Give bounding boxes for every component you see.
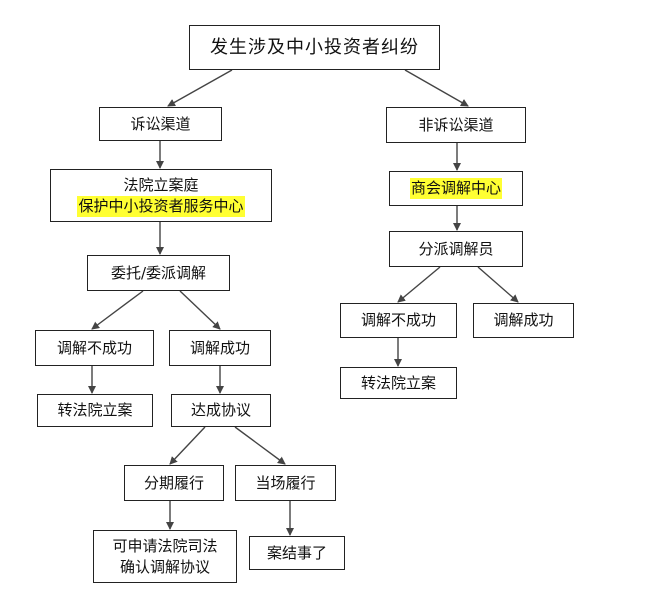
litigation-channel-node: 诉讼渠道 bbox=[99, 107, 222, 141]
court-confirm-line1: 可申请法院司法 bbox=[112, 536, 218, 555]
left-mediation-success-node: 调解成功 bbox=[169, 330, 271, 366]
chamber-mediation-label: 商会调解中心 bbox=[409, 178, 502, 199]
investor-center-label: 保护中小投资者服务中心 bbox=[77, 195, 245, 217]
root-node-label: 发生涉及中小投资者纠纷 bbox=[210, 37, 419, 58]
agreement-reached-label: 达成协议 bbox=[190, 401, 251, 419]
court-filing-node: 法院立案庭 保护中小投资者服务中心 bbox=[50, 169, 272, 222]
left-mediation-success-label: 调解成功 bbox=[189, 338, 250, 357]
arrow-root-to-non-litigation bbox=[404, 69, 469, 107]
left-mediation-fail-node: 调解不成功 bbox=[35, 330, 154, 366]
right-transfer-court-node: 转法院立案 bbox=[340, 367, 457, 399]
root-node: 发生涉及中小投资者纠纷 bbox=[189, 25, 440, 70]
arrow-assign-to-fail bbox=[397, 266, 441, 303]
assign-mediator-label: 分派调解员 bbox=[418, 239, 494, 258]
court-confirm-node: 可申请法院司法 确认调解协议 bbox=[93, 530, 237, 583]
right-mediation-success-node: 调解成功 bbox=[473, 303, 574, 338]
case-closed-node: 案结事了 bbox=[249, 536, 345, 570]
right-mediation-fail-node: 调解不成功 bbox=[340, 303, 457, 338]
court-filing-label: 法院立案庭 bbox=[123, 175, 199, 194]
litigation-channel-label: 诉讼渠道 bbox=[130, 114, 191, 133]
chamber-mediation-node: 商会调解中心 bbox=[389, 171, 523, 206]
arrow-delegated-to-success bbox=[179, 290, 221, 330]
arrow-agreement-to-spot bbox=[234, 426, 286, 465]
arrow-assign-to-success bbox=[477, 266, 519, 303]
delegated-mediation-node: 委托/委派调解 bbox=[87, 255, 230, 291]
right-transfer-court-label: 转法院立案 bbox=[360, 373, 436, 392]
left-mediation-fail-label: 调解不成功 bbox=[56, 338, 132, 357]
right-mediation-fail-label: 调解不成功 bbox=[360, 311, 436, 329]
non-litigation-channel-label: 非诉讼渠道 bbox=[418, 115, 494, 134]
arrow-root-to-litigation bbox=[167, 69, 233, 107]
court-confirm-line2: 确认调解协议 bbox=[119, 557, 210, 576]
right-mediation-success-label: 调解成功 bbox=[493, 311, 554, 329]
on-the-spot-label: 当场履行 bbox=[255, 473, 316, 492]
installment-node: 分期履行 bbox=[124, 465, 224, 501]
arrow-agreement-to-installment bbox=[169, 426, 206, 465]
arrow-delegated-to-fail bbox=[91, 290, 144, 330]
left-transfer-court-label: 转法院立案 bbox=[57, 401, 133, 419]
assign-mediator-node: 分派调解员 bbox=[389, 231, 523, 267]
delegated-mediation-label: 委托/委派调解 bbox=[110, 263, 207, 282]
installment-label: 分期履行 bbox=[143, 473, 204, 492]
agreement-reached-node: 达成协议 bbox=[171, 394, 271, 427]
case-closed-label: 案结事了 bbox=[266, 543, 327, 562]
non-litigation-channel-node: 非诉讼渠道 bbox=[386, 107, 526, 143]
on-the-spot-node: 当场履行 bbox=[235, 465, 336, 501]
left-transfer-court-node: 转法院立案 bbox=[37, 394, 153, 427]
